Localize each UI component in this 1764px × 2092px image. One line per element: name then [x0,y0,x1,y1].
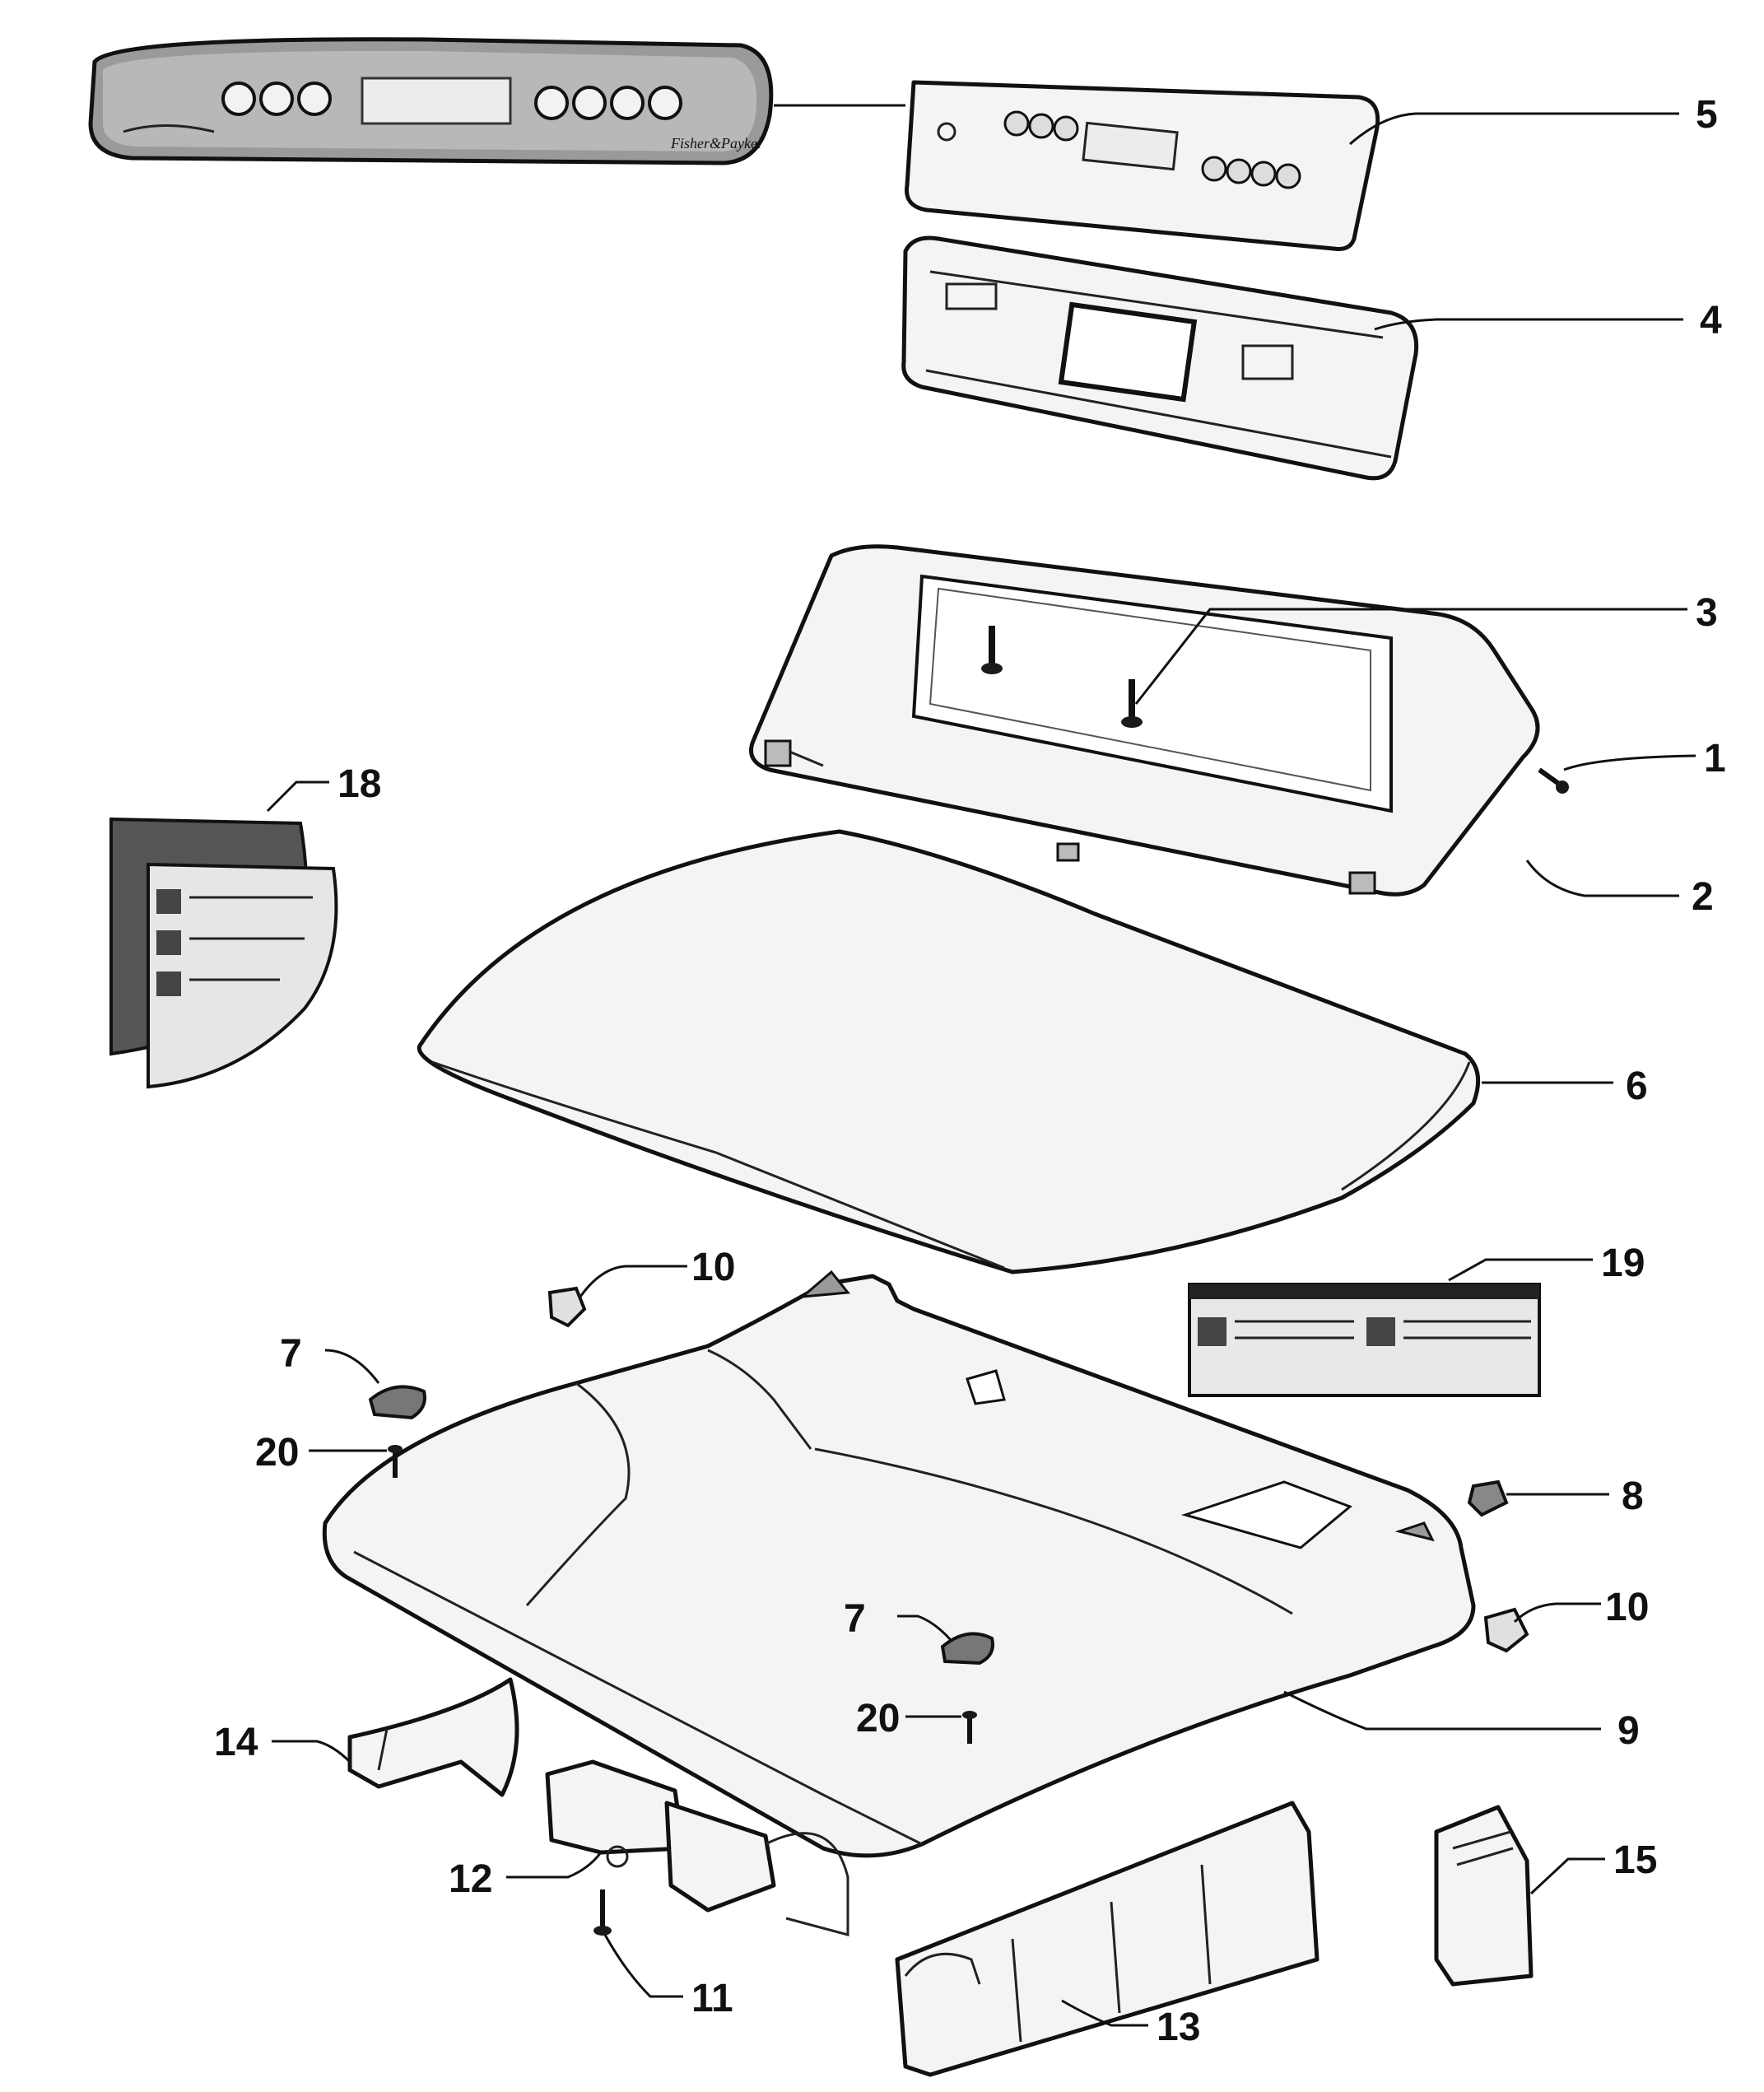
callout-15: 15 [1613,1838,1657,1882]
callout-10-upper: 10 [691,1246,735,1289]
callout-10-lower: 10 [1605,1586,1649,1629]
callout-19: 19 [1601,1242,1645,1285]
part-8-clip [1467,1479,1509,1517]
part-2-control-console [749,544,1540,897]
callout-20-lower: 20 [856,1697,900,1740]
part-9-top-deck [322,1270,1476,1858]
callout-13: 13 [1157,2006,1200,2049]
part-6-lid [417,829,1481,1274]
leader-lines [266,112,1697,2027]
part-14-bracket [347,1677,519,1797]
callout-4: 4 [1700,299,1722,342]
decal-buttons-left [221,82,332,116]
part-5-facia-overlay [904,80,1380,251]
callout-5: 5 [1696,93,1718,137]
part-18-instruction-decals [109,817,338,1089]
decal-brand-text: Fisher&Paykel [670,135,761,151]
part-15-booklet [1434,1805,1534,1987]
part-3-screws [981,626,1143,728]
callout-18: 18 [337,762,381,806]
part-10-clip-upper [547,1286,587,1328]
part-20-screw-lower [962,1711,977,1744]
decal-buttons-right [534,86,682,120]
callout-11: 11 [691,1977,733,2020]
callout-3: 3 [1696,591,1718,635]
part-7-cap-lower [940,1632,994,1666]
callout-8: 8 [1622,1475,1644,1518]
callout-6: 6 [1626,1065,1648,1108]
part-11-screw [593,1889,612,1936]
callout-14: 14 [214,1721,258,1764]
control-panel-decal: Fisher&Paykel [88,37,905,165]
part-7-cap-upper [368,1385,426,1420]
part-19-warning-label [1188,1283,1541,1397]
callout-2: 2 [1692,875,1714,919]
callout-7-upper: 7 [280,1332,302,1376]
part-1-screw [1538,767,1569,794]
callout-20-upper: 20 [255,1431,299,1475]
part-20-screw-upper [388,1445,403,1478]
part-12-latch-assembly [545,1759,849,1936]
callout-numbers: 5 4 3 1 2 6 10 19 7 20 8 10 7 20 9 14 12… [214,93,1726,2049]
part-13-rail [895,1801,1320,2077]
callout-9: 9 [1617,1709,1640,1753]
part-4-display-housing [901,235,1419,481]
callout-12: 12 [449,1857,492,1901]
callout-1: 1 [1704,737,1726,780]
decal-display-window [361,77,512,125]
callout-7-lower: 7 [844,1597,866,1641]
